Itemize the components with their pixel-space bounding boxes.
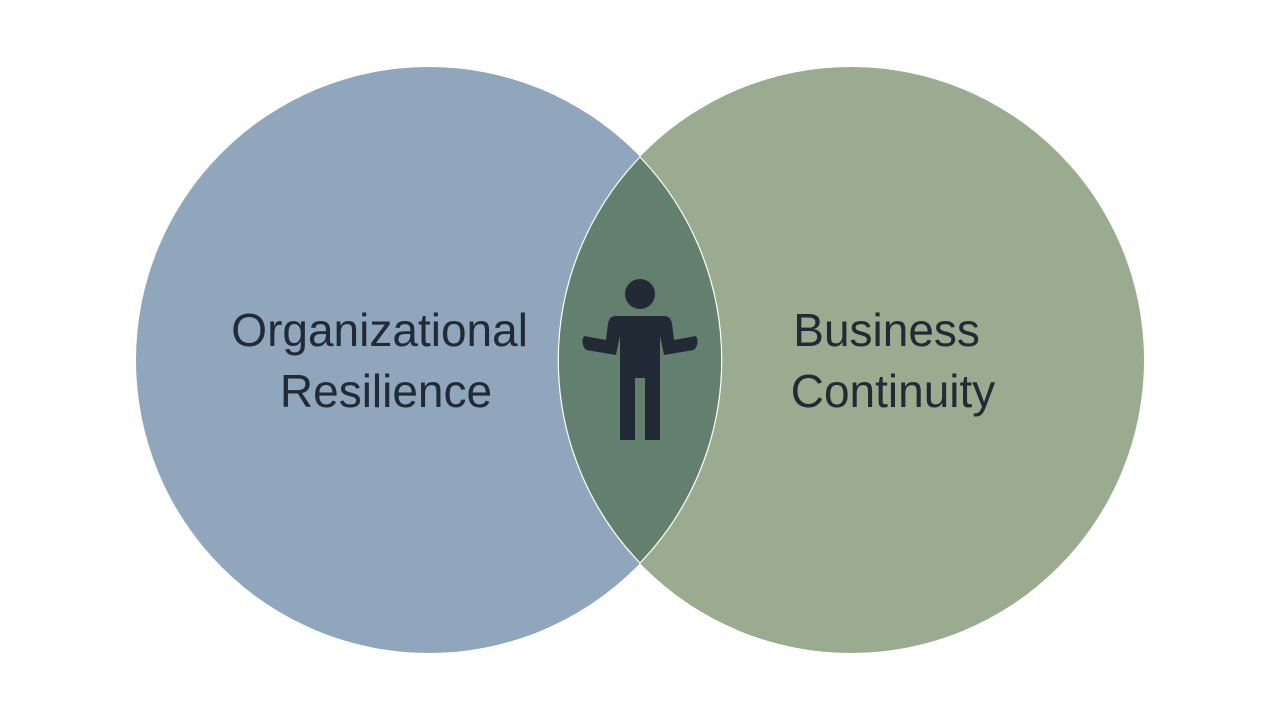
person-shrugging-icon bbox=[582, 279, 698, 440]
circle-organizational-resilience bbox=[136, 67, 722, 653]
label-line: Business bbox=[793, 304, 980, 356]
label-line: Resilience bbox=[280, 365, 492, 417]
intersection-outline bbox=[557, 156, 723, 564]
label-business-continuity: Business Continuity bbox=[791, 304, 996, 417]
circle-business-continuity bbox=[558, 67, 1144, 653]
label-line: Organizational bbox=[231, 304, 528, 356]
label-organizational-resilience: Organizational Resilience bbox=[231, 304, 540, 417]
label-line: Continuity bbox=[791, 365, 996, 417]
